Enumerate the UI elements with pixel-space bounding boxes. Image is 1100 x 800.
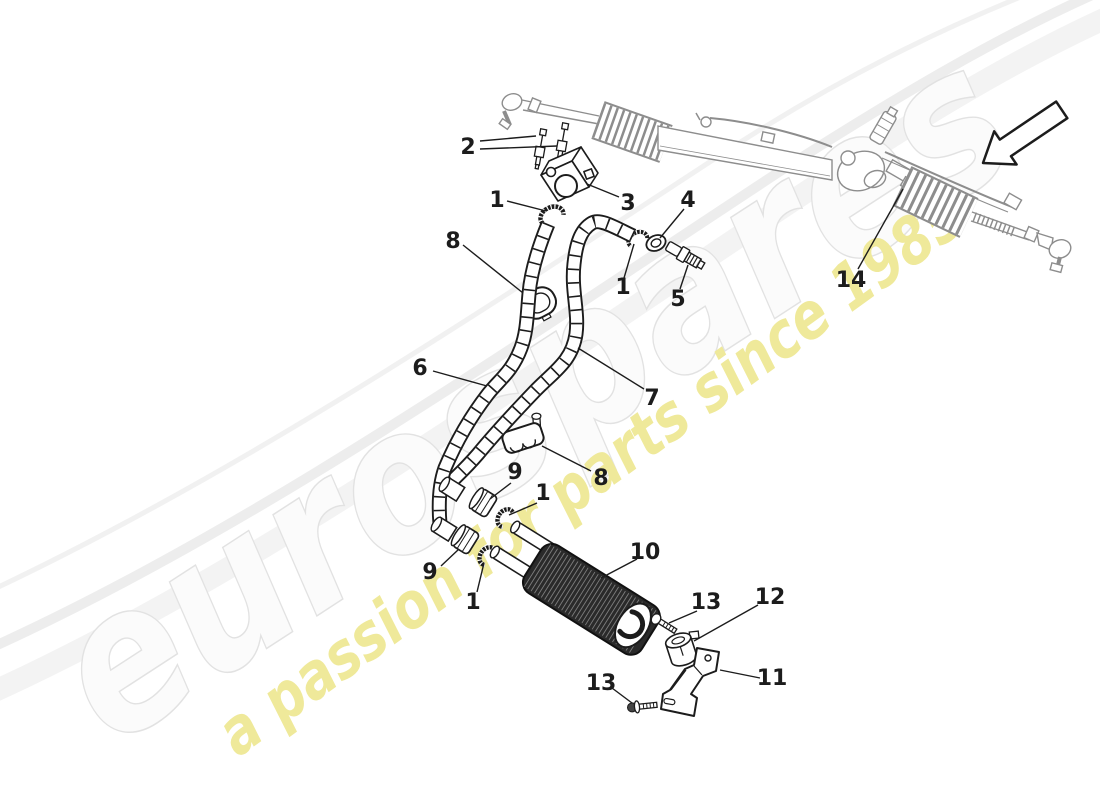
callout-number: 1 — [489, 188, 504, 213]
callout-number: 2 — [460, 135, 475, 160]
clamp-ring — [538, 204, 566, 226]
steering-boot-right — [892, 166, 979, 238]
hydraulic-line — [884, 151, 1013, 208]
callout-number: 1 — [615, 275, 630, 300]
callout-number: 3 — [620, 191, 635, 216]
part-seals — [450, 487, 498, 555]
clamp-ring — [626, 229, 650, 248]
callout-number: 12 — [755, 585, 786, 610]
hose-7 — [444, 214, 637, 489]
callout-leader — [679, 264, 689, 290]
callout-leader — [611, 687, 633, 704]
callout-leader — [659, 208, 685, 239]
callout-6: 6 — [412, 356, 488, 387]
callout-leader — [508, 502, 538, 516]
callout-number: 10 — [630, 540, 661, 565]
callout-number: 9 — [422, 560, 437, 585]
callout-leader — [506, 200, 547, 212]
callout-number: 8 — [445, 229, 460, 254]
hose-end-fitting — [430, 516, 458, 543]
callout-leader — [479, 145, 558, 150]
callout-9: 9 — [489, 460, 523, 500]
callout-leader — [489, 482, 512, 500]
part-valve-block — [540, 146, 599, 202]
callout-leader — [476, 562, 485, 593]
callout-number: 7 — [644, 386, 659, 411]
callout-leader — [600, 558, 638, 579]
steering-rack-assembly — [498, 93, 1072, 274]
callout-number: 5 — [670, 287, 685, 312]
hose-end-fitting — [438, 476, 466, 503]
callout-10: 10 — [600, 540, 661, 579]
part-washer — [645, 234, 667, 252]
callout-12: 12 — [693, 585, 786, 642]
callout-number: 1 — [535, 481, 550, 506]
callout-number: 14 — [836, 268, 867, 293]
seal — [450, 524, 480, 555]
callout-7: 7 — [577, 347, 660, 411]
callout-number: 11 — [757, 666, 788, 691]
callout-number: 1 — [465, 590, 480, 615]
callout-5: 5 — [670, 264, 689, 312]
hose-6 — [431, 221, 555, 525]
callout-leader — [440, 548, 460, 567]
callout-1: 1 — [465, 562, 485, 615]
callout-leader — [586, 183, 620, 198]
callout-leader — [479, 135, 537, 142]
callout-3: 3 — [586, 183, 636, 216]
callout-9: 9 — [422, 548, 460, 585]
clamp-ring — [495, 507, 515, 530]
callout-1: 1 — [489, 188, 547, 213]
callout-leader — [719, 669, 761, 679]
part-fitting — [665, 241, 706, 270]
valve-input-shaft — [869, 105, 899, 145]
steering-boot-left — [591, 101, 673, 163]
callout-leader — [577, 347, 645, 390]
callout-number: 6 — [412, 356, 427, 381]
callout-leader — [857, 188, 904, 270]
callout-11: 11 — [719, 666, 788, 691]
callout-2: 2 — [460, 135, 558, 160]
screw — [650, 613, 678, 635]
callout-leader — [693, 604, 759, 642]
callout-number: 13 — [691, 590, 722, 615]
direction-arrow-icon — [981, 100, 1069, 166]
callout-number: 9 — [507, 460, 522, 485]
callout-4: 4 — [659, 188, 696, 239]
part-clamp-rings — [477, 204, 650, 568]
part-oil-cooler — [489, 520, 661, 656]
tie-rod-end-right — [1048, 239, 1072, 259]
callout-leader — [668, 610, 698, 624]
callout-number: 13 — [586, 671, 617, 696]
callout-leader — [541, 445, 592, 472]
part-pipe-clamp — [501, 412, 545, 454]
callout-8: 8 — [541, 445, 609, 491]
callout-1: 1 — [615, 243, 635, 300]
callout-leader — [623, 243, 635, 279]
callout-13: 13 — [668, 590, 722, 624]
callout-8: 8 — [445, 229, 524, 294]
part-bracket — [660, 647, 720, 717]
seal — [468, 487, 498, 518]
part-screws — [627, 613, 678, 714]
part-hoses — [430, 214, 637, 543]
clamp-ring — [477, 545, 497, 568]
rack-tube — [657, 125, 833, 181]
tie-rod-end-left — [501, 93, 523, 111]
callout-1: 1 — [508, 481, 551, 516]
callout-leader — [432, 370, 488, 387]
callout-13: 13 — [586, 671, 633, 704]
callout-number: 8 — [593, 466, 608, 491]
callout-14: 14 — [836, 188, 904, 293]
callout-number: 4 — [680, 188, 695, 213]
screw — [627, 700, 658, 714]
callout-leader — [462, 244, 524, 294]
